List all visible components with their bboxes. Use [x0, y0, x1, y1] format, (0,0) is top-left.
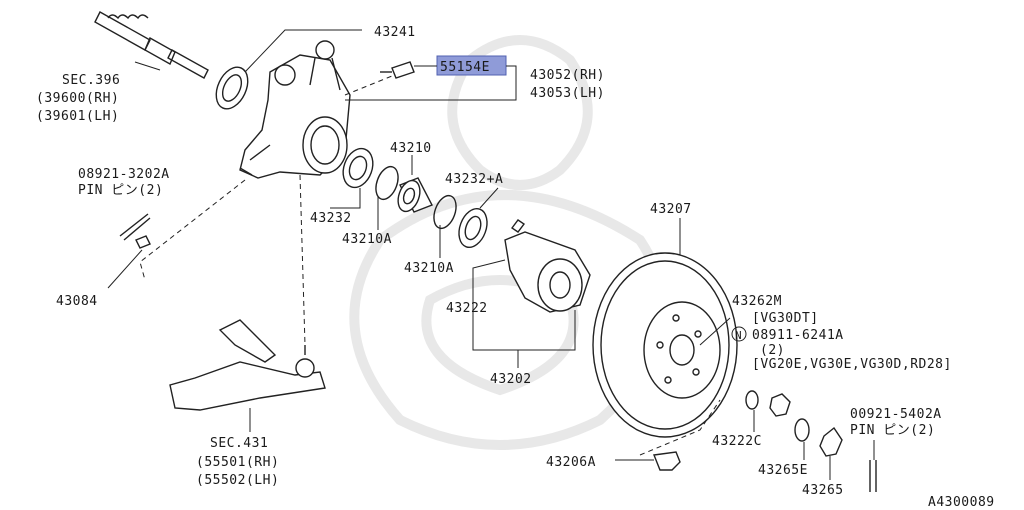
cotter-pin-left[interactable]: [119, 213, 151, 241]
label-43265e: 43265E: [758, 463, 808, 478]
label-vg30dt: [VG30DT]: [752, 311, 819, 326]
label-08911: 08911-6241A: [752, 328, 844, 343]
label-vg20e: [VG20E,VG30E,VG30D,RD28]: [752, 357, 952, 372]
label-43222c: 43222C: [712, 434, 762, 449]
drive-shaft[interactable]: [94, 11, 209, 79]
label-43202: 43202: [490, 372, 532, 387]
label-08921: 08921-3202A: [78, 167, 170, 182]
label-43222: 43222: [446, 301, 488, 316]
label-43262m: 43262M: [732, 294, 782, 309]
wheel-bearing-43210[interactable]: [394, 177, 433, 215]
label-pin-left: PIN ピン(2): [78, 183, 163, 198]
plug-43206a[interactable]: [653, 451, 681, 471]
label-55154e: 55154E: [440, 60, 490, 75]
label-55502: (55502(LH): [196, 473, 279, 488]
label-43210a-2: 43210A: [404, 261, 454, 276]
label-43053: 43053(LH): [530, 86, 605, 101]
snap-ring-43210a-2[interactable]: [430, 193, 460, 232]
label-43084: 43084: [56, 294, 98, 309]
seal-43232a[interactable]: [454, 205, 492, 251]
watermark-emblem: [349, 35, 668, 450]
label-00921: 00921-5402A: [850, 407, 942, 422]
diagram-id: A4300089: [928, 495, 995, 510]
brake-rotor[interactable]: [592, 252, 738, 438]
label-39601: (39601(LH): [36, 109, 119, 124]
wheel-hub[interactable]: [504, 219, 591, 313]
label-43265: 43265: [802, 483, 844, 498]
label-sec396: SEC.396: [62, 73, 120, 88]
abs-sensor[interactable]: [380, 61, 415, 79]
label-43241: 43241: [374, 25, 416, 40]
snap-ring-43210a[interactable]: [372, 164, 402, 203]
seal-43232[interactable]: [338, 144, 378, 191]
nut-08911[interactable]: [769, 393, 791, 417]
label-sec431: SEC.431: [210, 436, 268, 451]
label-43210a-1: 43210A: [342, 232, 392, 247]
label-55501: (55501(RH): [196, 455, 279, 470]
label-43052: 43052(RH): [530, 68, 605, 83]
seal-43241[interactable]: [210, 62, 254, 114]
steering-knuckle[interactable]: [239, 40, 351, 179]
nut-43084[interactable]: [135, 235, 151, 249]
label-39600: (39600(RH): [36, 91, 119, 106]
label-43232: 43232: [310, 211, 352, 226]
label-43207: 43207: [650, 202, 692, 217]
lock-nut-43265[interactable]: [819, 426, 843, 457]
cotter-pin-right[interactable]: [869, 460, 877, 492]
label-43232a: 43232+A: [445, 172, 503, 187]
label-pin-right: PIN ピン(2): [850, 423, 935, 438]
washer-43265e[interactable]: [794, 418, 810, 442]
lower-control-arm[interactable]: [169, 319, 326, 411]
label-43206a: 43206A: [546, 455, 596, 470]
label-n-mark: N: [735, 329, 742, 342]
n-circle-icon: [731, 326, 747, 342]
label-qty2: (2): [760, 343, 785, 358]
washer-43222c[interactable]: [745, 390, 759, 410]
label-43210: 43210: [390, 141, 432, 156]
